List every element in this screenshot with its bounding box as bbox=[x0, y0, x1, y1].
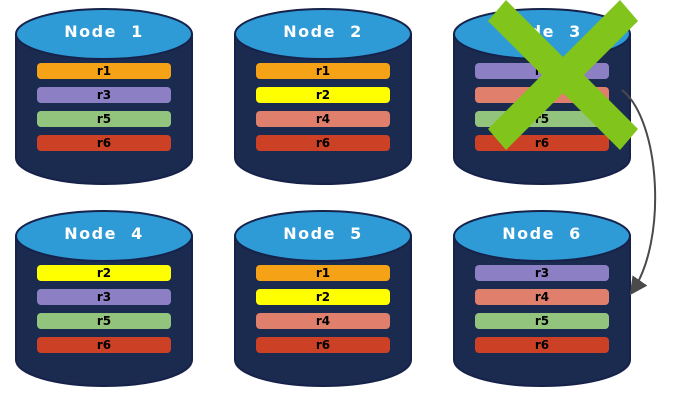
record-bar[interactable]: r6 bbox=[256, 135, 390, 151]
record-bar[interactable]: r6 bbox=[37, 135, 171, 151]
record-bar[interactable]: r1 bbox=[256, 265, 390, 281]
record-bar[interactable]: r5 bbox=[475, 111, 609, 127]
record-bar[interactable]: r4 bbox=[475, 289, 609, 305]
record-bar[interactable]: r6 bbox=[475, 337, 609, 353]
record-list: r1 r2 r4 r6 bbox=[256, 63, 390, 159]
record-bar[interactable]: r2 bbox=[256, 87, 390, 103]
record-bar[interactable]: r4 bbox=[256, 313, 390, 329]
cylinder-top-ellipse bbox=[15, 8, 193, 60]
cylinder-top-ellipse bbox=[453, 8, 631, 60]
record-list: r3 r4 r5 r6 bbox=[475, 63, 609, 159]
record-bar[interactable]: r5 bbox=[475, 313, 609, 329]
record-bar[interactable]: r4 bbox=[256, 111, 390, 127]
record-bar[interactable]: r6 bbox=[256, 337, 390, 353]
record-bar[interactable]: r2 bbox=[256, 289, 390, 305]
cylinder-top-ellipse bbox=[453, 210, 631, 262]
record-bar[interactable]: r1 bbox=[37, 63, 171, 79]
record-bar[interactable]: r5 bbox=[37, 111, 171, 127]
record-list: r2 r3 r5 r6 bbox=[37, 265, 171, 361]
record-bar[interactable]: r6 bbox=[475, 135, 609, 151]
record-bar[interactable]: r2 bbox=[37, 265, 171, 281]
record-list: r3 r4 r5 r6 bbox=[475, 265, 609, 361]
record-bar[interactable]: r4 bbox=[475, 87, 609, 103]
record-bar[interactable]: r3 bbox=[37, 87, 171, 103]
record-bar[interactable]: r6 bbox=[37, 337, 171, 353]
record-bar[interactable]: r1 bbox=[256, 63, 390, 79]
record-bar[interactable]: r3 bbox=[37, 289, 171, 305]
record-list: r1 r3 r5 r6 bbox=[37, 63, 171, 159]
cylinder-top-ellipse bbox=[234, 210, 412, 262]
cylinder-top-ellipse bbox=[15, 210, 193, 262]
record-list: r1 r2 r4 r6 bbox=[256, 265, 390, 361]
record-bar[interactable]: r5 bbox=[37, 313, 171, 329]
cylinder-top-ellipse bbox=[234, 8, 412, 60]
record-bar[interactable]: r3 bbox=[475, 63, 609, 79]
record-bar[interactable]: r3 bbox=[475, 265, 609, 281]
